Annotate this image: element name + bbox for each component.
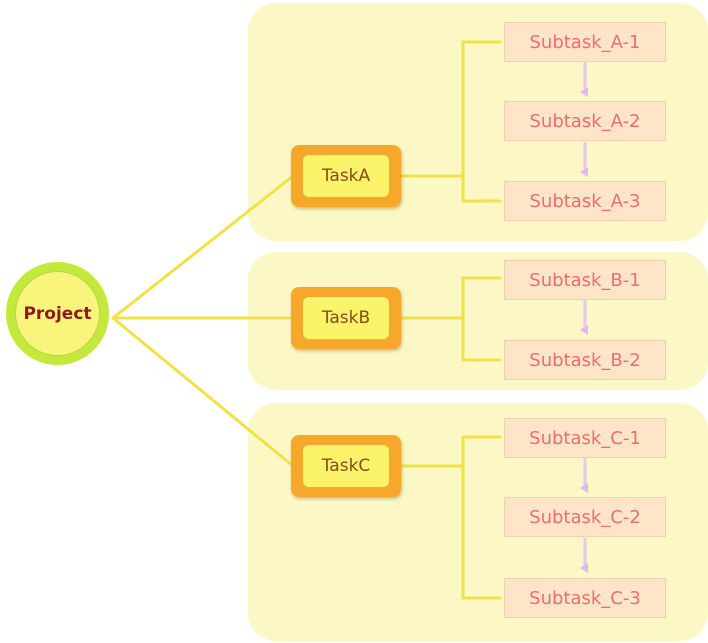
subtask-c-1: Subtask_C-1 [504, 418, 666, 458]
bracket-taskc [461, 435, 502, 600]
bracket-taskb [461, 276, 502, 362]
task-node-c-label: TaskC [303, 445, 389, 487]
connector-root-taskc [111, 316, 295, 468]
subtask-a-3: Subtask_A-3 [504, 181, 666, 221]
subtask-c-3: Subtask_C-3 [504, 578, 666, 618]
task-node-b-label: TaskB [303, 297, 389, 339]
bracket-taska [461, 40, 502, 203]
task-node-c: TaskC [291, 435, 401, 497]
subtask-c-2: Subtask_C-2 [504, 497, 666, 537]
subtask-b-2: Subtask_B-2 [504, 340, 666, 380]
task-node-a-label: TaskA [303, 155, 389, 197]
connector-root-taska [111, 174, 295, 320]
subtask-a-2: Subtask_A-2 [504, 101, 666, 141]
subtask-a-1: Subtask_A-1 [504, 22, 666, 62]
task-node-a: TaskA [291, 145, 401, 207]
root-node: Project [6, 262, 109, 365]
subtask-b-1: Subtask_B-1 [504, 260, 666, 300]
task-node-b: TaskB [291, 287, 401, 349]
root-node-label: Project [15, 271, 100, 356]
